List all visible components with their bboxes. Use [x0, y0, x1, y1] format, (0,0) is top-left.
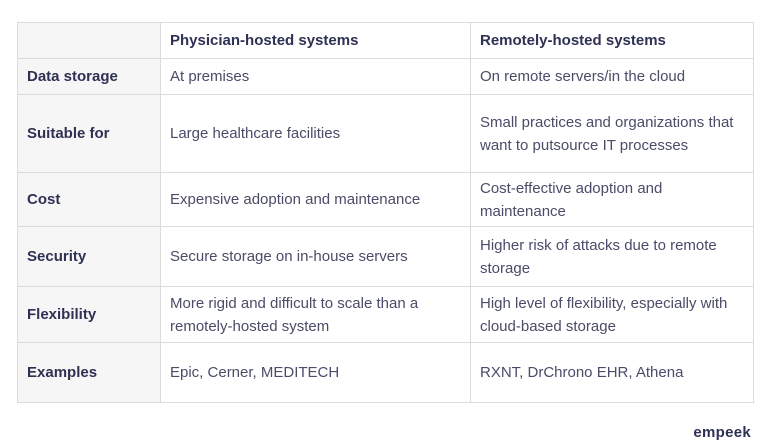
table-row: Examples Epic, Cerner, MEDITECH RXNT, Dr… — [17, 342, 754, 403]
table-row: Security Secure storage on in-house serv… — [17, 226, 754, 287]
physician-cell: At premises — [160, 58, 471, 95]
remote-cell: On remote servers/in the cloud — [470, 58, 754, 95]
remote-cell: Small practices and organizations that w… — [470, 94, 754, 173]
row-header: Security — [17, 226, 161, 287]
row-header: Examples — [17, 342, 161, 403]
remote-cell: Cost-effective adoption and maintenance — [470, 172, 754, 227]
physician-cell: Secure storage on in-house servers — [160, 226, 471, 287]
corner-cell — [17, 22, 161, 59]
table-row: Cost Expensive adoption and maintenance … — [17, 172, 754, 227]
remote-cell: High level of flexibility, especially wi… — [470, 286, 754, 343]
comparison-table: Physician-hosted systems Remotely-hosted… — [17, 22, 754, 403]
physician-cell: Expensive adoption and maintenance — [160, 172, 471, 227]
row-header: Suitable for — [17, 94, 161, 173]
table-row: Flexibility More rigid and difficult to … — [17, 286, 754, 343]
row-header: Flexibility — [17, 286, 161, 343]
physician-cell: More rigid and difficult to scale than a… — [160, 286, 471, 343]
physician-cell: Epic, Cerner, MEDITECH — [160, 342, 471, 403]
header-row: Physician-hosted systems Remotely-hosted… — [17, 22, 754, 59]
remote-cell: RXNT, DrChrono EHR, Athena — [470, 342, 754, 403]
table-row: Data storage At premises On remote serve… — [17, 58, 754, 95]
physician-cell: Large healthcare facilities — [160, 94, 471, 173]
column-header-remote: Remotely-hosted systems — [470, 22, 754, 59]
row-header: Data storage — [17, 58, 161, 95]
brand-logo: empeek — [693, 424, 751, 441]
row-header: Cost — [17, 172, 161, 227]
table-row: Suitable for Large healthcare facilities… — [17, 94, 754, 173]
remote-cell: Higher risk of attacks due to remote sto… — [470, 226, 754, 287]
column-header-physician: Physician-hosted systems — [160, 22, 471, 59]
